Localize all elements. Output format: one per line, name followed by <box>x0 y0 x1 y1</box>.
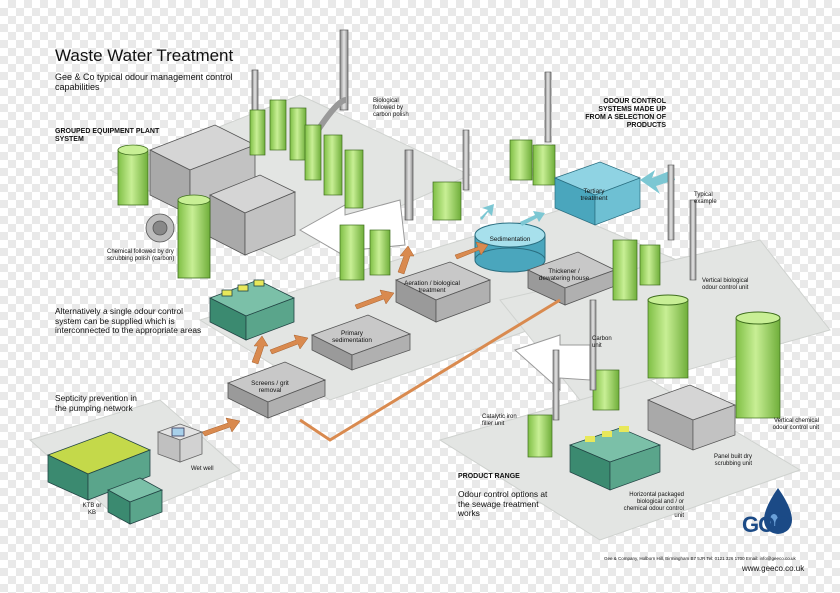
flow-arrows <box>201 241 489 437</box>
biological-tanks <box>249 99 391 281</box>
label-panel-built: Panel built dry scrubbing unit <box>713 454 752 467</box>
page-title: Waste Water Treatment <box>55 46 234 65</box>
septicity-units <box>46 431 163 525</box>
label-grouped: GROUPED EQUIPMENT PLANT SYSTEM <box>55 128 160 144</box>
label-horizontal: Horizontal packaged biological and / or … <box>623 492 684 519</box>
label-ktb: KTB or KB <box>82 503 102 516</box>
box-tertiary: Tertiary treatment <box>580 188 608 203</box>
label-typical: Typical example <box>694 192 717 205</box>
label-carbon: Carbon unit <box>592 336 612 349</box>
grouped-chemical-tanks <box>117 144 211 279</box>
sedimentation-tank <box>474 222 546 273</box>
product-cluster-top <box>432 71 675 241</box>
page-subtitle: Gee & Co typical odour management contro… <box>55 72 233 93</box>
wet-well <box>156 423 204 463</box>
label-alternatively: Alternatively a single odour control sys… <box>55 306 202 336</box>
label-chemical: Chemical followed by dry scrubbing polis… <box>107 249 175 262</box>
box-primary: Primary sedimentation <box>332 330 372 345</box>
label-vertical-chem: Vertical chemical odour control unit <box>772 418 819 431</box>
label-septicity: Septicity prevention in the pumping netw… <box>55 393 137 413</box>
box-thickener: Thickener / dewatering house <box>538 268 590 283</box>
blue-arrows <box>480 204 545 226</box>
return-line <box>299 298 561 442</box>
box-screens: Screens / grit removal <box>251 380 289 395</box>
single-system-package <box>209 279 295 341</box>
label-wet-well: Wet well <box>191 466 214 472</box>
label-catalytic: Catalytic iron filler unit <box>482 414 517 427</box>
box-sedimentation: Sedimentation <box>489 236 531 243</box>
footer-website: www.geeco.co.uk <box>742 564 805 573</box>
company-logo: GOC <box>742 512 790 537</box>
label-odour-systems: ODOUR CONTROL SYSTEMS MADE UP FROM A SEL… <box>585 98 666 130</box>
label-product-range: PRODUCT RANGE <box>458 473 520 480</box>
label-biological: Biological followed by carbon polish <box>373 98 409 118</box>
product-range-equipment <box>527 199 781 491</box>
footer-address: Gee & Company, Holborn Hill, Birmingham … <box>604 556 796 561</box>
label-odour-options: Odour control options at the sewage trea… <box>458 489 548 519</box>
process-boxes <box>226 251 617 419</box>
label-vertical-bio: Vertical biological odour control unit <box>702 278 749 291</box>
box-aeration: Aeration / biological treatment <box>404 280 460 295</box>
